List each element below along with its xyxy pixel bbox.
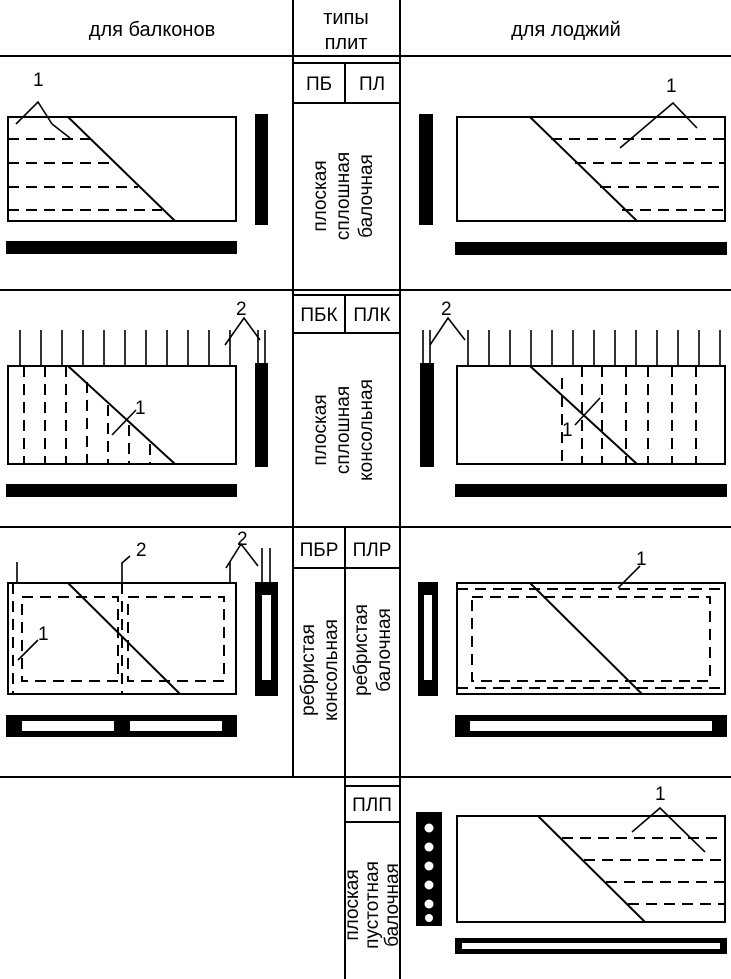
- row2-description: плоская сплошная консольная: [310, 379, 377, 481]
- row3-right-description: ребристая балочная: [351, 604, 395, 696]
- row2-desc-line1: плоская: [310, 394, 331, 465]
- row1-description: плоская сплошная балочная: [310, 152, 377, 240]
- callout-1-row1-left: 1: [33, 70, 44, 91]
- header-balconies: для балконов: [89, 19, 215, 41]
- code-plr: ПЛР: [353, 540, 392, 561]
- code-plk: ПЛК: [353, 305, 390, 326]
- loggia-row3-section: [418, 582, 438, 696]
- balcony-row2-rebar-outlets: [19, 330, 266, 366]
- loggia-flat-cantilever-slab: [420, 316, 727, 497]
- hollow-core-section: [416, 812, 442, 926]
- balcony-ribbed-cantilever-slab: [6, 542, 278, 737]
- balcony-flat-cantilever-slab: [6, 316, 268, 497]
- row2-desc-line3: консольная: [356, 379, 377, 481]
- code-pbr: ПБР: [300, 540, 339, 561]
- loggia-row3-plan-strip: [455, 715, 727, 737]
- callout-2-row3-left-b: 2: [237, 529, 248, 550]
- callout-1-row4-right: 1: [655, 784, 666, 805]
- header-loggias: для лоджий: [511, 19, 621, 41]
- row1-desc-line3: балочная: [356, 154, 377, 238]
- row3-left-description: ребристая консольная: [298, 619, 342, 721]
- row2-desc-line2: сплошная: [333, 386, 354, 474]
- row4-desc-line3: балочная: [382, 863, 403, 947]
- loggia-flat-beam-slab: [419, 101, 727, 255]
- loggia-hollow-beam-slab: [416, 806, 727, 954]
- callout-1-row3-right: 1: [636, 549, 647, 570]
- code-pl: ПЛ: [359, 74, 385, 95]
- callout-2-row2-left: 2: [236, 299, 247, 320]
- loggia-row2-rebar-outlets: [422, 330, 721, 366]
- callout-1-row2-right: 1: [562, 420, 573, 441]
- row3-left-desc-line2: консольная: [321, 619, 342, 721]
- row4-desc-line2: пустотная: [362, 861, 383, 949]
- balcony-row3-plan-strip: [6, 715, 237, 737]
- callout-1-row2-left: 1: [135, 398, 146, 419]
- header-types-line1: типы: [323, 7, 369, 29]
- row1-desc-line2: сплошная: [333, 152, 354, 240]
- row1-desc-line1: плоская: [310, 160, 331, 231]
- code-pbk: ПБК: [300, 305, 337, 326]
- row3-right-desc-line2: балочная: [374, 608, 395, 692]
- callout-1-row1-right: 1: [666, 76, 677, 97]
- code-plp: ПЛП: [352, 795, 392, 816]
- header-types-line2: плит: [325, 32, 368, 54]
- loggia-ribbed-beam-slab: [418, 565, 727, 737]
- balcony-row3-rebar-outlets: [16, 562, 231, 583]
- row4-desc-line1: плоская: [342, 869, 363, 940]
- hollow-core-plan-strip: [455, 938, 727, 954]
- callout-2-row2-right: 2: [441, 299, 452, 320]
- callout-2-row3-left-a: 2: [136, 540, 147, 561]
- code-pb: ПБ: [306, 74, 332, 95]
- callout-1-row3-left: 1: [38, 624, 49, 645]
- balcony-row3-section: [255, 548, 278, 696]
- row4-description: плоская пустотная балочная: [342, 861, 403, 949]
- balcony-flat-beam-slab: [6, 100, 268, 254]
- row3-left-desc-line1: ребристая: [298, 624, 319, 716]
- row3-right-desc-line1: ребристая: [351, 604, 372, 696]
